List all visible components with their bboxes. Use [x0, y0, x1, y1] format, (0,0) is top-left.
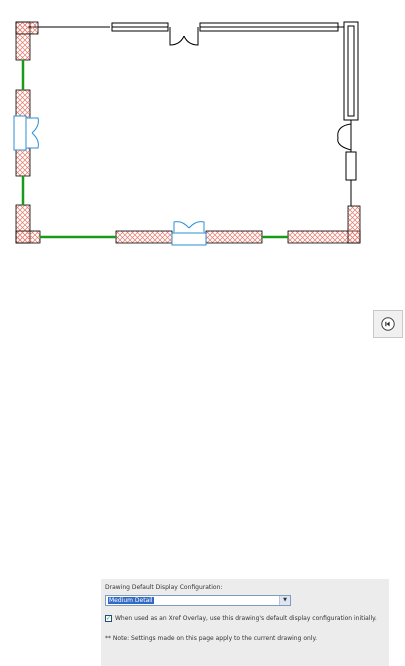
- display-config-selected: Medium Detail: [108, 597, 154, 604]
- chevron-down-icon[interactable]: ▼: [279, 596, 290, 605]
- left-wall: [15, 21, 41, 244]
- settings-note: ** Note: Settings made on this page appl…: [105, 635, 318, 642]
- floor-plan-drawing: [13, 21, 361, 246]
- xref-checkbox[interactable]: ✓: [105, 615, 112, 622]
- display-config-select[interactable]: Medium Detail ▼: [105, 595, 291, 606]
- display-config-label: Drawing Default Display Configuration:: [105, 584, 223, 591]
- xref-checkbox-label: When used as an Xref Overlay, use this d…: [115, 615, 377, 622]
- xref-checkbox-row[interactable]: ✓ When used as an Xref Overlay, use this…: [105, 615, 377, 622]
- speaker-back-icon: [381, 317, 395, 331]
- top-windows: [111, 22, 339, 32]
- bottom-wall: [40, 205, 361, 244]
- back-audio-button[interactable]: [373, 310, 403, 338]
- display-config-panel: Drawing Default Display Configuration: M…: [101, 579, 389, 666]
- right-wall: [337, 21, 359, 206]
- left-door: [13, 115, 39, 151]
- bottom-door: [171, 221, 207, 246]
- top-door: [169, 27, 199, 46]
